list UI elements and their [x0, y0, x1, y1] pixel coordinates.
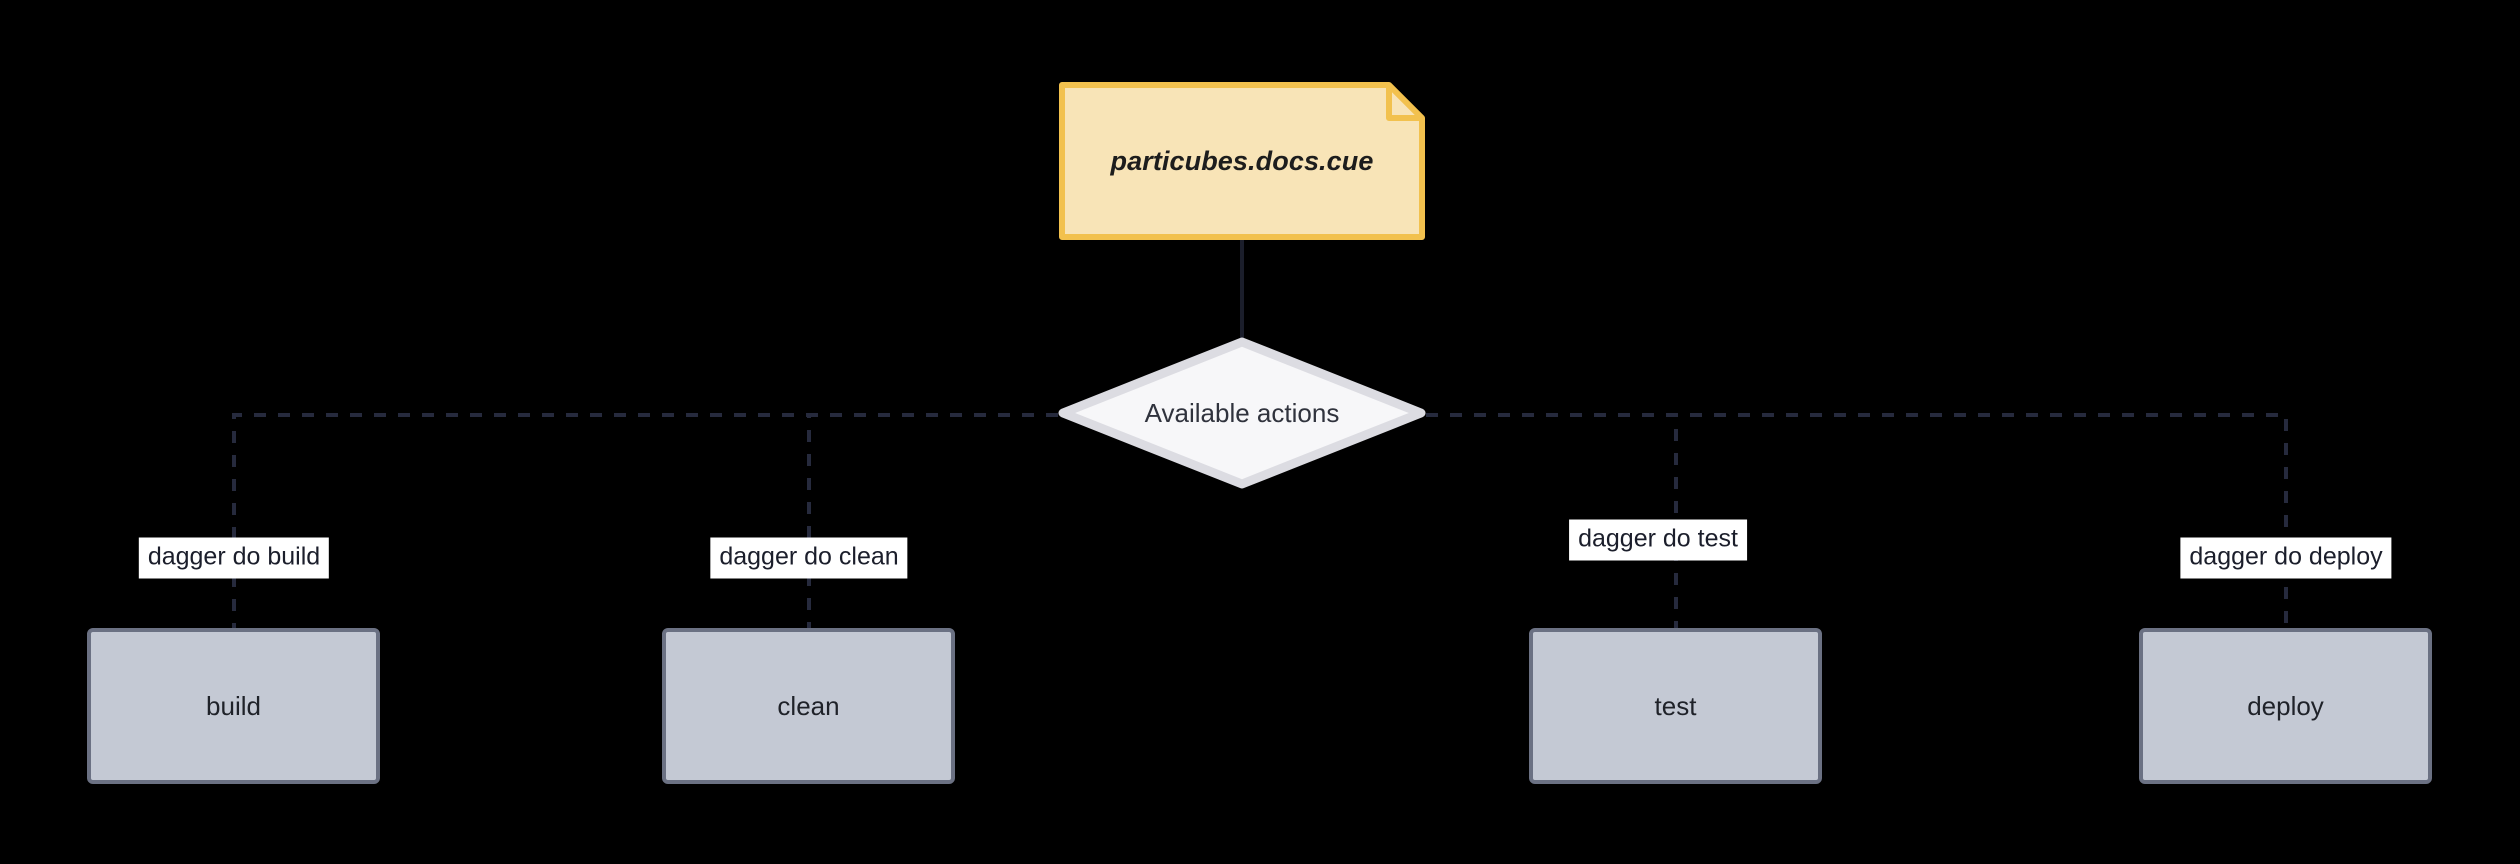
- edge-label-dagger-do-test: dagger do test: [1569, 519, 1747, 561]
- edge-decision-to-deploy: [1426, 413, 2288, 628]
- process-node-deploy[interactable]: deploy: [2139, 628, 2432, 784]
- process-node-clean[interactable]: clean: [662, 628, 955, 784]
- edge-decision-to-clean: [807, 413, 1058, 628]
- edge-label-dagger-do-build: dagger do build: [138, 537, 330, 579]
- note-node-particubes-docs-cue[interactable]: particubes.docs.cue: [1059, 82, 1425, 240]
- edge-label-dagger-do-deploy: dagger do deploy: [2180, 537, 2392, 579]
- edge-label-dagger-do-clean: dagger do clean: [710, 537, 908, 579]
- diamond-shape-icon: [1058, 337, 1426, 489]
- process-node-test[interactable]: test: [1529, 628, 1822, 784]
- note-shape-icon: [1059, 82, 1425, 240]
- process-node-label: build: [206, 690, 261, 721]
- process-node-build[interactable]: build: [87, 628, 380, 784]
- process-node-label: clean: [777, 690, 840, 721]
- process-node-label: deploy: [2247, 690, 2324, 721]
- decision-node-available-actions[interactable]: Available actions: [1058, 337, 1426, 489]
- decision-label: Available actions: [1144, 397, 1340, 428]
- note-label: particubes.docs.cue: [1110, 145, 1374, 176]
- process-node-label: test: [1654, 690, 1697, 721]
- edge-decision-to-build: [232, 413, 1058, 628]
